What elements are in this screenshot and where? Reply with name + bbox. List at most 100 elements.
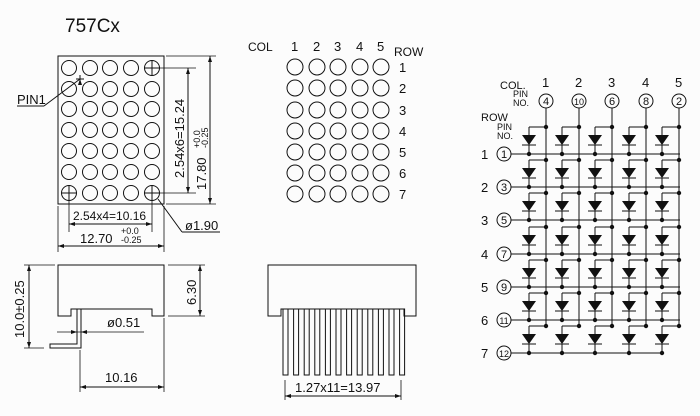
row-number: 4 [399,124,406,139]
junction-dot [676,157,682,163]
junction-dot [626,317,632,323]
arrowhead-icon [198,265,202,271]
junction-dot [676,257,682,263]
diode-icon [522,268,536,278]
junction-dot [559,184,565,190]
diode-icon [588,235,602,245]
junction-dot [643,157,649,163]
junction-dot [659,151,665,157]
junction-dot [543,257,549,263]
arrowhead-icon [186,187,190,193]
junction-dot [559,217,565,223]
row-number: 7 [481,346,488,361]
led-dot [102,60,118,76]
pin [324,308,331,376]
arrowhead-icon [208,198,212,204]
led-dot [351,185,369,203]
led-dot [351,164,369,182]
top-view-row-label: ROW [394,45,424,59]
pin [377,308,384,376]
junction-dot [576,157,582,163]
row-pin-number: 12 [499,349,509,359]
column-number: 1 [291,39,298,54]
pin [335,308,342,376]
column-number: 2 [313,39,320,54]
row-number: 6 [481,313,488,328]
column-pin-number: 10 [574,97,584,107]
junction-dot [609,323,615,329]
led-dot [286,58,304,76]
bent-pin [49,309,82,349]
dim-height-label: 17.80 [194,157,209,190]
diode-icon [622,268,636,278]
dim-body-height-label: 6.30 [184,280,199,305]
led-dot [144,81,160,97]
junction-dot [526,251,532,257]
led-dot [61,101,77,117]
led-dot [372,101,390,119]
led-dot [308,58,326,76]
arrowhead-icon [158,385,164,389]
led-dot [372,79,390,97]
junction-dot [559,151,565,157]
arrowhead-icon [208,56,212,62]
pin [282,308,289,376]
junction-dot [626,217,632,223]
junction-dot [643,190,649,196]
led-dot [329,164,347,182]
diode-icon [622,334,636,344]
junction-dot [609,224,615,230]
led-dot [102,81,118,97]
junction-dot [592,151,598,157]
column-number: 3 [334,39,341,54]
dim-height-tol-plus: +0.0 [192,130,202,148]
schematic-col-label: COL. [500,80,526,92]
diode-icon [588,135,602,145]
junction-dot [659,184,665,190]
led-dot [308,164,326,182]
arrowhead-icon [198,310,202,316]
junction-dot [592,251,598,257]
junction-dot [659,217,665,223]
led-dot [144,122,160,138]
dot-diameter-leader [157,198,183,233]
junction-dot [559,350,565,356]
junction-dot [559,284,565,290]
led-dot [308,185,326,203]
pin1-leader [43,78,81,107]
pin [388,308,395,376]
pin [314,308,321,376]
led-dot [82,81,98,97]
row-number: 3 [481,213,488,228]
led-dot [286,122,304,140]
row-number: 1 [481,147,488,162]
junction-dot [559,251,565,257]
junction-dot [526,317,532,323]
junction-dot [576,124,582,130]
diode-icon [555,168,569,178]
row-number: 2 [399,81,406,96]
dot-diameter-label: ø1.90 [185,218,218,233]
arrowhead-icon [27,342,31,348]
junction-dot [543,124,549,130]
column-number: 2 [575,75,582,90]
led-dot [82,164,98,180]
junction-dot [676,190,682,196]
junction-dot [576,290,582,296]
diode-icon [588,268,602,278]
led-dot [82,185,98,201]
dim-height-tol-minus: -0.25 [200,127,210,148]
junction-dot [626,350,632,356]
diode-icon [622,301,636,311]
junction-dot [659,284,665,290]
diode-icon [655,135,669,145]
arrowhead-icon [58,244,64,248]
dim-width-label: 12.70 [80,231,113,246]
diode-icon [622,168,636,178]
column-pin-number: 2 [676,96,682,108]
led-dot [61,122,77,138]
led-dot [82,143,98,159]
led-dot [82,101,98,117]
junction-dot [659,317,665,323]
